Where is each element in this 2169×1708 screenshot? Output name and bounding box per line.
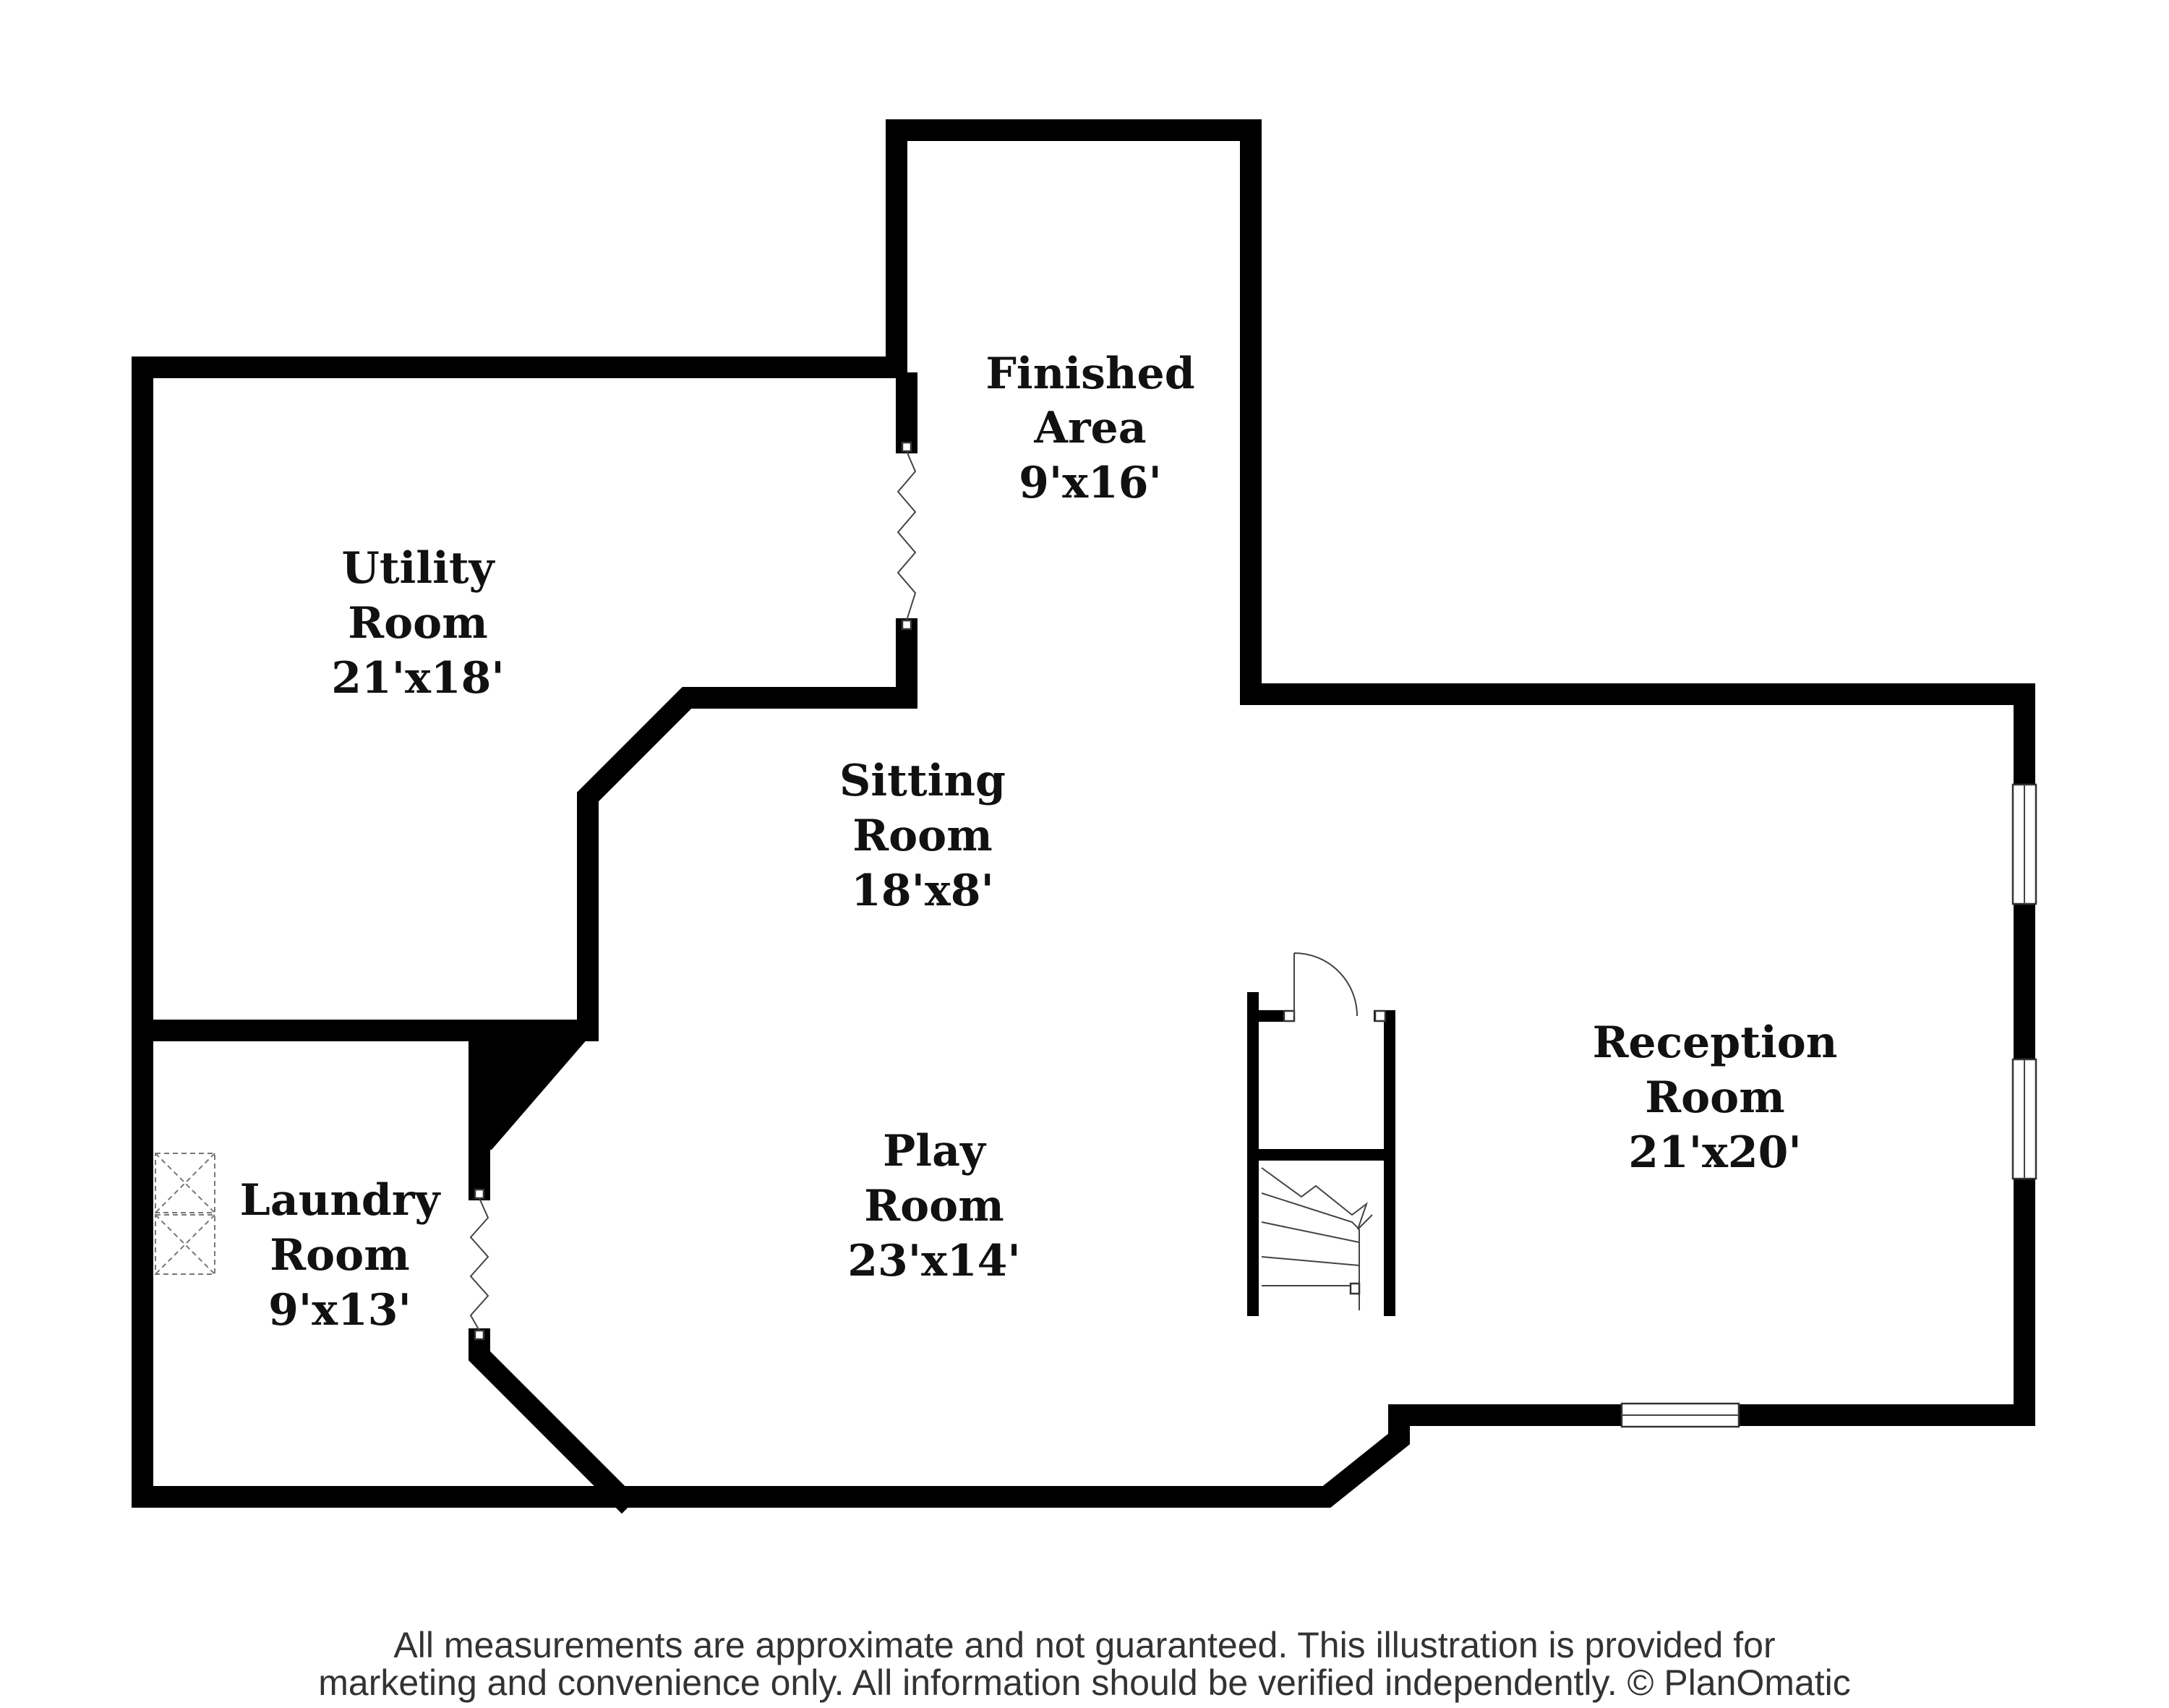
utility-room-inner-wall (141, 618, 917, 1041)
room-label-laundry-room: Laundry Room 9'x13' (240, 1175, 442, 1336)
disclaimer-line-2: marketing and convenience only. All info… (318, 1662, 1851, 1703)
room-label-play-room: Play Room 23'x14' (847, 1126, 1021, 1286)
room-name-line2: Room (864, 1181, 1004, 1231)
room-dimensions: 21'x18' (331, 653, 505, 704)
room-name-line1: Reception (1593, 1017, 1838, 1068)
room-name-line1: Play (883, 1126, 987, 1177)
room-name-line1: Sitting (839, 756, 1006, 806)
room-dimensions: 21'x20' (1628, 1127, 1802, 1178)
room-name-line2: Room (1645, 1072, 1784, 1123)
room-name-line2: Room (348, 598, 487, 649)
room-label-sitting-room: Sitting Room 18'x8' (839, 756, 1006, 916)
room-name-line1: Utility (342, 543, 496, 594)
room-name-line1: Finished (985, 349, 1194, 399)
room-label-utility-room: Utility Room 21'x18' (331, 543, 505, 704)
window-reception-upper (2011, 783, 2037, 905)
staircase (1261, 1167, 1373, 1310)
room-name-line2: Room (270, 1230, 409, 1281)
window-reception-bottom (1620, 1402, 1740, 1428)
room-dimensions: 18'x8' (851, 866, 994, 916)
stairwell-door[interactable] (1293, 952, 1358, 1017)
room-name-line1: Laundry (240, 1175, 442, 1226)
room-label-finished-area: Finished Area 9'x16' (985, 349, 1194, 508)
room-name-line2: Room (852, 811, 992, 861)
washer-dryer-icon (155, 1153, 215, 1275)
window-reception-lower (2011, 1058, 2037, 1180)
folding-door-utility-finished[interactable] (897, 441, 917, 631)
laundry-room-wall-lower (469, 1328, 638, 1514)
corner-wedge (469, 1020, 593, 1150)
disclaimer-line-1: All measurements are approximate and not… (393, 1625, 1776, 1665)
room-label-reception-room: Reception Room 21'x20' (1593, 1017, 1838, 1178)
folding-door-laundry[interactable] (469, 1188, 489, 1341)
stairwell (1247, 992, 1395, 1316)
room-dimensions: 9'x16' (1019, 458, 1162, 508)
room-name-line2: Area (1033, 403, 1146, 453)
room-dimensions: 9'x13' (268, 1285, 411, 1336)
exterior-wall-main (132, 119, 2035, 1508)
room-dimensions: 23'x14' (847, 1236, 1021, 1286)
